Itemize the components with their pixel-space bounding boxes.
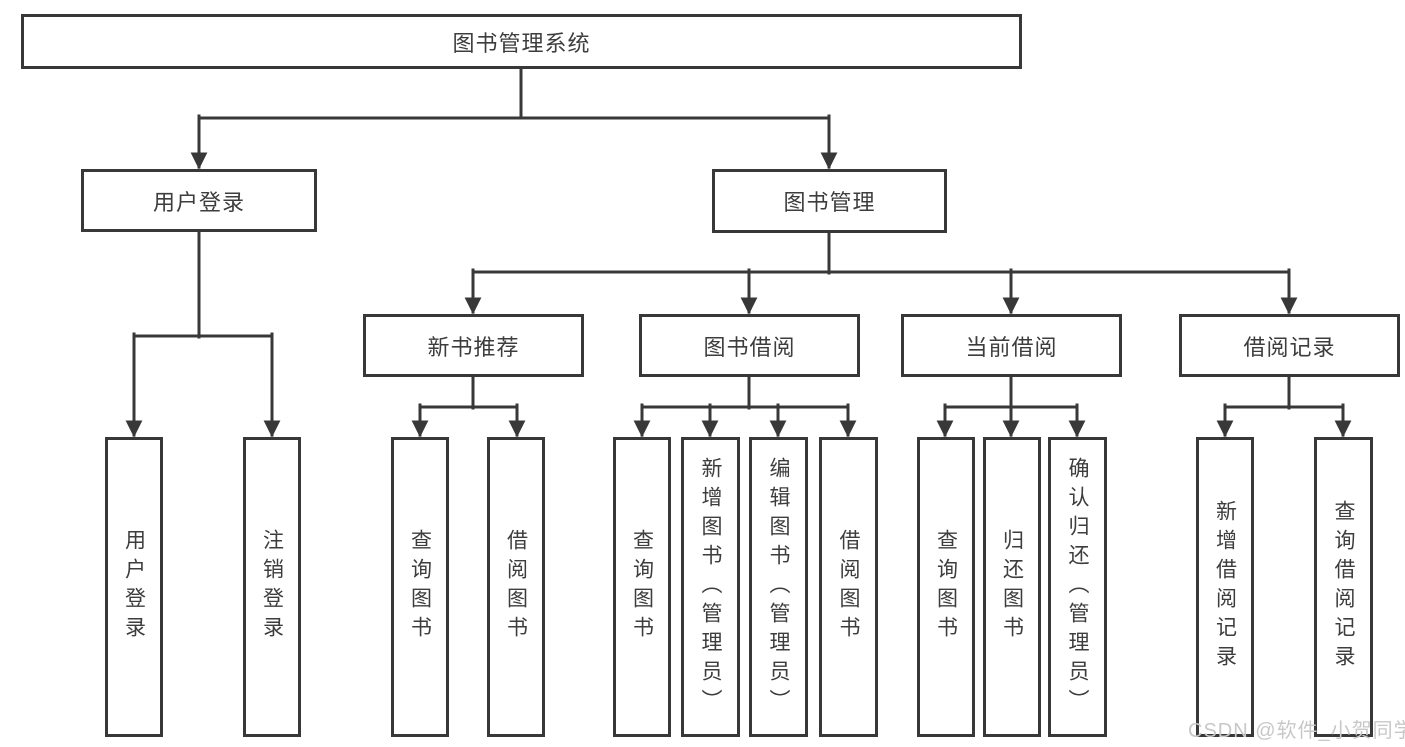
- connector-root-to-level2: [190, 67, 838, 170]
- leaf-borrowing-add-books-admin: 新增图书（管理员）: [681, 437, 740, 737]
- node-current-borrowing: 当前借阅: [901, 314, 1122, 377]
- leaf-logout-login: 注销登录: [243, 437, 301, 737]
- node-label: 图书借阅: [703, 334, 796, 360]
- leaf-label: 确认归还（管理员）: [1066, 456, 1089, 718]
- node-borrowing-records: 借阅记录: [1179, 314, 1400, 377]
- csdn-watermark: CSDN @软件_小贺同学: [1188, 720, 1405, 742]
- leaf-label: 新增借阅记录: [1213, 500, 1237, 674]
- node-label: 借阅记录: [1243, 334, 1336, 360]
- node-label: 图书管理: [783, 190, 876, 215]
- node-user-login: 用户登录: [81, 169, 317, 232]
- leaf-current-confirm-return-admin: 确认归还（管理员）: [1048, 437, 1107, 737]
- leaf-current-return-books: 归还图书: [983, 437, 1041, 737]
- connector-borrowing-to-leaves: [633, 375, 857, 438]
- node-label: 当前借阅: [965, 334, 1058, 360]
- connector-current-to-leaves: [936, 375, 1086, 438]
- leaf-label: 查询图书: [630, 529, 654, 645]
- node-new-book-recommend: 新书推荐: [363, 314, 584, 377]
- leaf-borrowing-query-books: 查询图书: [613, 437, 671, 737]
- node-library-management-system: 图书管理系统: [21, 14, 1022, 69]
- leaf-label: 新增图书（管理员）: [699, 456, 722, 718]
- leaf-label: 查询借阅记录: [1332, 500, 1355, 674]
- leaf-label: 查询图书: [934, 529, 958, 645]
- leaf-label: 用户登录: [122, 529, 146, 645]
- connector-book-mgmt-to-level3: [464, 231, 1298, 315]
- leaf-records-add-borrow-record: 新增借阅记录: [1196, 437, 1254, 737]
- leaf-label: 编辑图书（管理员）: [767, 456, 790, 718]
- node-book-management: 图书管理: [712, 169, 947, 233]
- node-book-borrowing: 图书借阅: [639, 314, 860, 377]
- connector-records-to-leaves: [1216, 375, 1352, 438]
- leaf-label: 借阅图书: [504, 529, 528, 645]
- node-label: 用户登录: [152, 189, 245, 215]
- leaf-recommend-query-books: 查询图书: [391, 437, 449, 737]
- node-label: 图书管理系统: [452, 30, 591, 56]
- leaf-borrowing-edit-books-admin: 编辑图书（管理员）: [749, 437, 808, 737]
- leaf-current-query-books: 查询图书: [917, 437, 975, 737]
- leaf-label: 注销登录: [260, 529, 284, 645]
- leaf-label: 借阅图书: [837, 529, 860, 645]
- leaf-label: 查询图书: [408, 529, 432, 645]
- node-label: 新书推荐: [427, 334, 520, 360]
- connector-user-login-to-leaves: [125, 230, 281, 438]
- leaf-label: 归还图书: [1000, 529, 1024, 645]
- leaf-user-login: 用户登录: [105, 437, 163, 737]
- connector-recommend-to-leaves: [411, 375, 526, 438]
- leaf-recommend-borrow-books: 借阅图书: [487, 437, 545, 737]
- leaf-records-query-borrow-record: 查询借阅记录: [1314, 437, 1373, 737]
- leaf-borrowing-borrow-books: 借阅图书: [819, 437, 878, 737]
